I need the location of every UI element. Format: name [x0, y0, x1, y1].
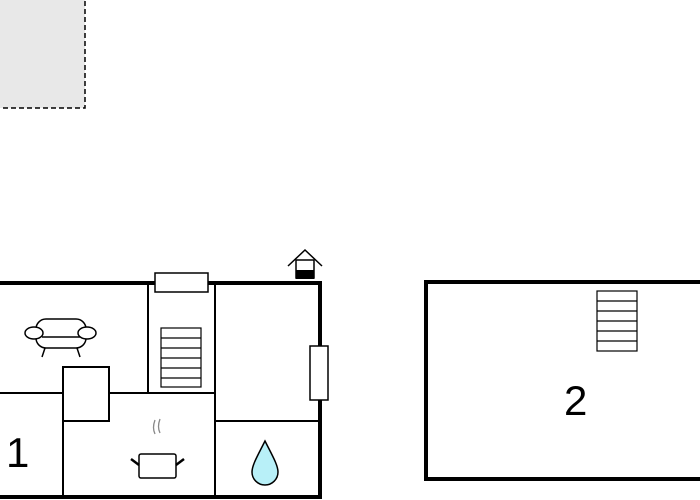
floor-1-label: 1 — [6, 429, 29, 476]
window-top — [154, 272, 209, 293]
house-entrance-icon — [287, 248, 323, 279]
sofa-icon — [24, 318, 97, 358]
water-drop-icon — [251, 439, 279, 486]
stairs-icon — [596, 290, 638, 352]
outer-wall — [424, 280, 700, 481]
placeholder-box — [0, 0, 86, 109]
floor-2: 2 — [424, 280, 700, 481]
floor-1: 1 — [0, 248, 329, 499]
fireplace — [62, 366, 110, 422]
cooking-pot-icon — [130, 418, 185, 479]
floor-2-label: 2 — [564, 377, 587, 424]
window-right — [309, 345, 329, 401]
stairs-icon — [160, 327, 202, 388]
